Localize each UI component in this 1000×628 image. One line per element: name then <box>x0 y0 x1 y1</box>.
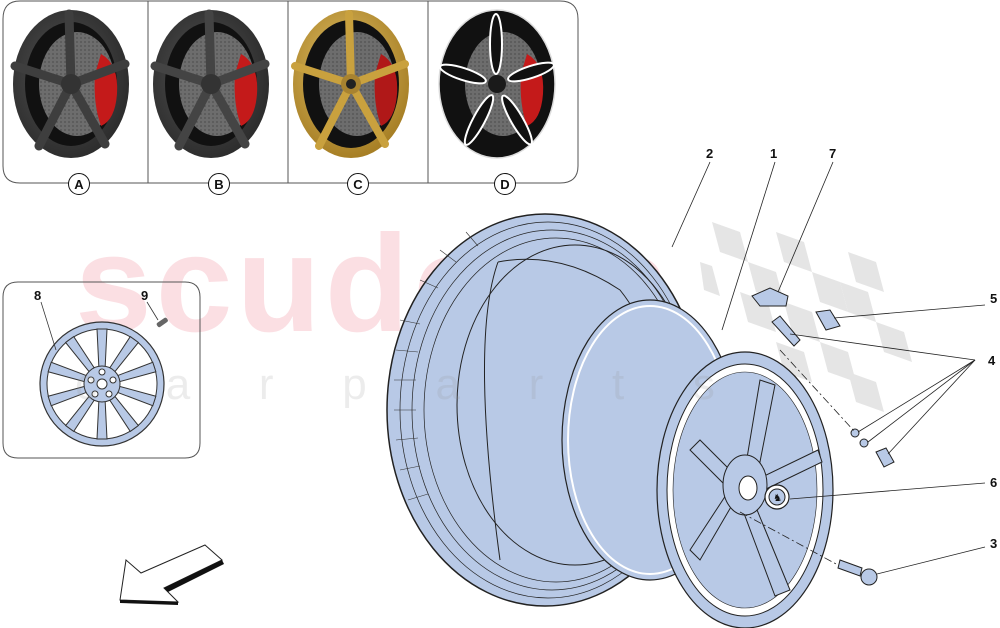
pressure-sensor-7 <box>751 287 789 307</box>
variant-label-d[interactable]: D <box>494 173 516 195</box>
variant-wheel-a <box>10 9 130 158</box>
front-of-vehicle-arrow <box>119 544 224 605</box>
valve-components-4 <box>771 315 895 468</box>
sensor-pad-5 <box>815 309 841 331</box>
spare-wheel-panel <box>2 281 201 459</box>
variant-wheel-b <box>150 9 270 158</box>
variant-label-c[interactable]: C <box>347 173 369 195</box>
wheel-bolt-3 <box>837 559 878 586</box>
centre-cap-6: ♞ <box>764 484 790 510</box>
svg-text:♞: ♞ <box>773 493 782 504</box>
callout-9[interactable]: 9 <box>141 288 149 303</box>
spare-wheel-8 <box>39 321 165 447</box>
callout-5[interactable]: 5 <box>990 291 998 306</box>
variant-wheel-c <box>291 10 409 158</box>
callout-6[interactable]: 6 <box>990 475 998 490</box>
variant-label-a[interactable]: A <box>68 173 90 195</box>
callout-7[interactable]: 7 <box>829 146 837 161</box>
valve-9 <box>156 317 168 328</box>
callout-4[interactable]: 4 <box>988 353 996 368</box>
callout-8[interactable]: 8 <box>34 288 42 303</box>
callout-3[interactable]: 3 <box>990 536 998 551</box>
callout-1[interactable]: 1 <box>770 146 778 161</box>
variants-panel <box>2 0 579 184</box>
variant-label-b[interactable]: B <box>208 173 230 195</box>
watermark-car-parts: c a r p a r t s <box>75 360 715 409</box>
wheel-rim-1 <box>561 299 834 628</box>
variant-wheel-d <box>438 9 556 159</box>
callout-2[interactable]: 2 <box>706 146 714 161</box>
leader-lines <box>671 161 986 575</box>
